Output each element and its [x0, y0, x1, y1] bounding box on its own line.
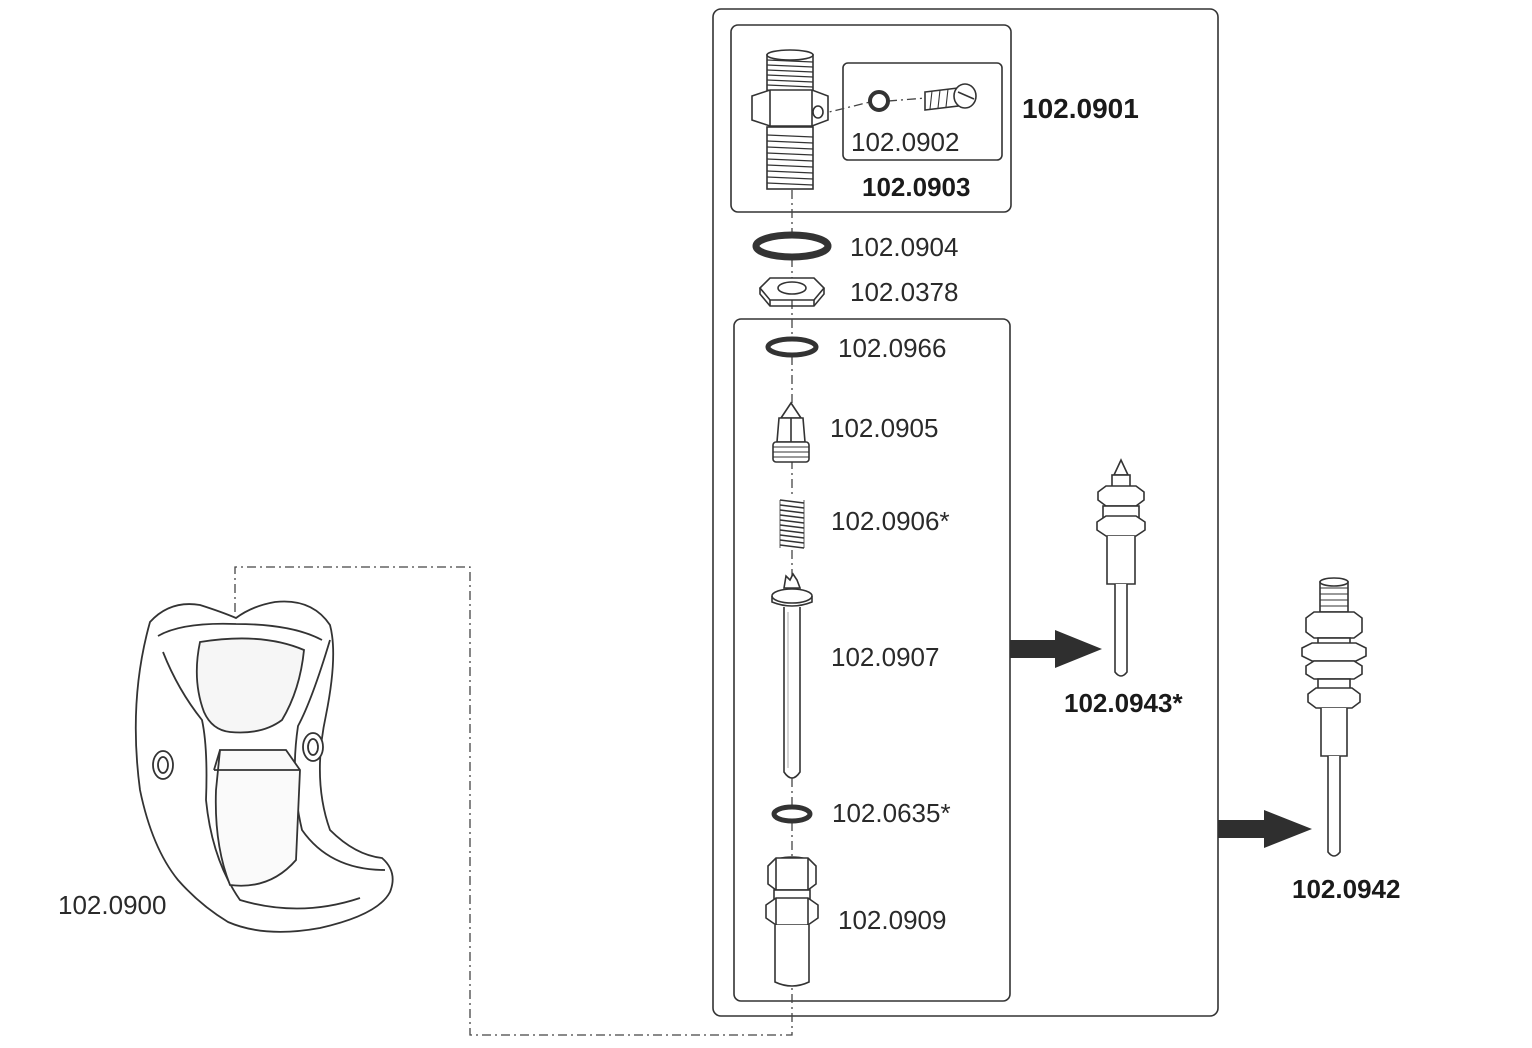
- valve-tip-part: [772, 401, 810, 463]
- gasket-part: [765, 336, 819, 358]
- spring-part: [779, 499, 805, 549]
- label-102-0943: 102.0943*: [1064, 688, 1183, 718]
- drinking-bowl-part: [134, 600, 394, 933]
- valve-assembly-box: [733, 318, 1011, 1002]
- assembly-outer-frame: [712, 8, 1219, 1017]
- valve-subassembly-part: [1096, 458, 1146, 677]
- screw-kit-box: [842, 62, 1003, 161]
- label-102-0907: 102.0907: [831, 642, 940, 672]
- small-washer-part: [771, 804, 813, 824]
- dash-dot-guides: [234, 97, 927, 1036]
- arrow-to-0942: [1218, 810, 1312, 848]
- arrows: [1010, 630, 1312, 848]
- valve-pin-part: [771, 572, 813, 779]
- label-102-0901: 102.0901: [1022, 93, 1139, 124]
- label-102-0902: 102.0902: [851, 127, 960, 157]
- label-102-0635: 102.0635*: [832, 798, 951, 828]
- arrow-to-0943: [1010, 630, 1102, 668]
- label-102-0966: 102.0966: [838, 333, 947, 363]
- label-102-0942: 102.0942: [1292, 874, 1401, 904]
- label-102-0909: 102.0909: [838, 905, 947, 935]
- hex-nut-part: [758, 277, 826, 307]
- oring-and-screw-part: [868, 83, 977, 112]
- label-102-0378: 102.0378: [850, 277, 959, 307]
- washer-part: [752, 231, 832, 261]
- valve-body-part: [765, 856, 819, 987]
- threaded-nipple-part: [751, 49, 829, 190]
- label-102-0904: 102.0904: [850, 232, 959, 262]
- label-102-0905: 102.0905: [830, 413, 939, 443]
- complete-nipple-part: [1301, 577, 1367, 857]
- label-102-0906: 102.0906*: [831, 506, 950, 536]
- nipple-assembly-box: [730, 24, 1012, 213]
- label-102-0903: 102.0903: [862, 172, 971, 202]
- label-102-0900: 102.0900: [58, 890, 167, 920]
